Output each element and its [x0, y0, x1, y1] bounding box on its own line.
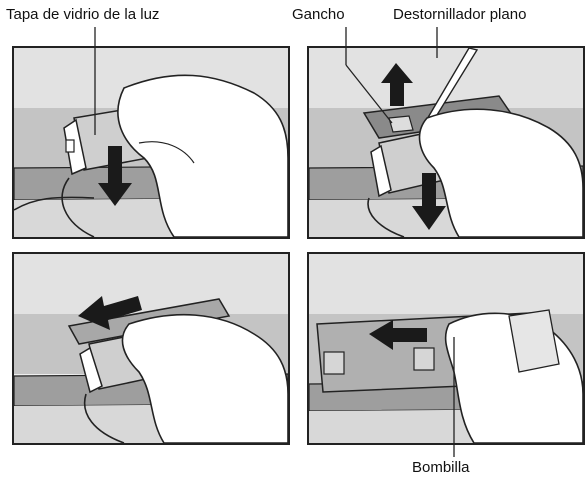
arrow-down-icon	[412, 173, 446, 230]
label-hook: Gancho	[292, 6, 345, 23]
arrow-left-icon	[369, 320, 427, 350]
step-2-illustration	[309, 48, 583, 237]
step-4-illustration	[309, 254, 583, 443]
step-2-panel	[307, 46, 585, 239]
arrow-down-icon	[98, 146, 132, 206]
hand-illustration	[121, 313, 288, 443]
step-3-panel	[12, 252, 290, 445]
label-glass-cover: Tapa de vidrio de la luz	[6, 6, 160, 23]
step-1-panel	[12, 46, 290, 239]
step-3-illustration	[14, 254, 288, 443]
hand-illustration	[117, 74, 288, 237]
step-1-illustration	[14, 48, 288, 237]
arrow-left-icon	[78, 296, 142, 330]
label-flat-screwdriver: Destornillador plano	[393, 6, 527, 23]
step-4-panel	[307, 252, 585, 445]
label-bulb: Bombilla	[412, 459, 470, 476]
